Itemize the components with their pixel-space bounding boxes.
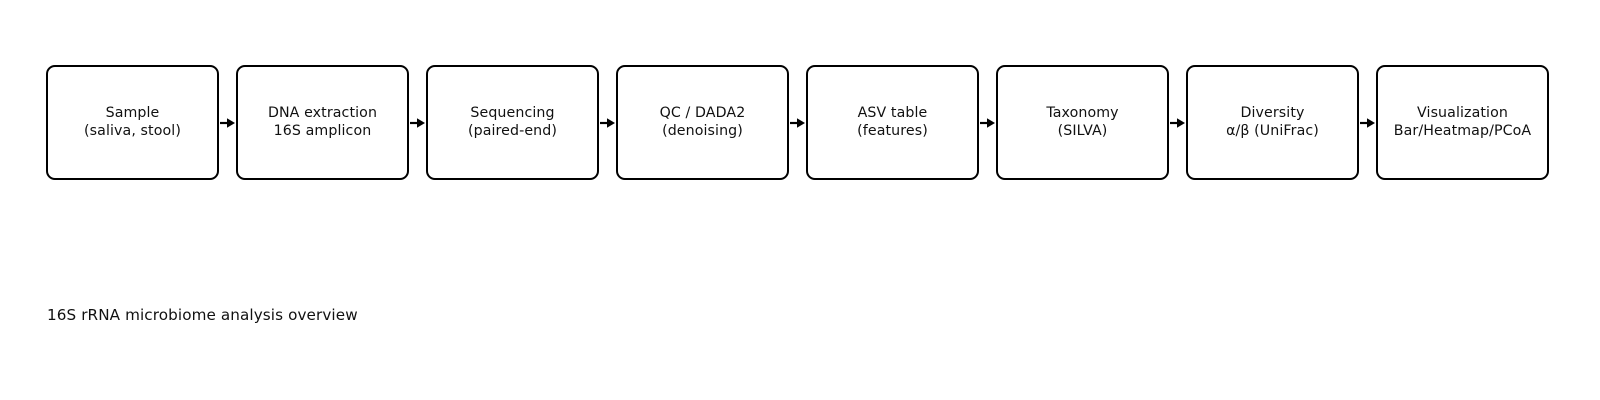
flow-node-dna-extraction[interactable]: DNA extraction 16S amplicon [236, 65, 409, 180]
flow-node-subtitle: (denoising) [662, 122, 743, 139]
flow-node-visualization[interactable]: Visualization Bar/Heatmap/PCoA [1376, 65, 1549, 180]
flow-node-subtitle: (saliva, stool) [84, 122, 181, 139]
flow-node-title: ASV table [857, 105, 928, 122]
flow-arrow-7 [1359, 65, 1376, 180]
flow-node-title: Taxonomy [1046, 105, 1119, 122]
flow-arrow-4 [789, 65, 806, 180]
flow-node-subtitle: (SILVA) [1057, 122, 1108, 139]
pipeline-flow: Sample (saliva, stool) DNA extraction 16… [46, 65, 1552, 180]
flow-node-title: Visualization [1417, 105, 1508, 122]
flow-node-title: QC / DADA2 [659, 105, 746, 122]
flow-node-diversity[interactable]: Diversity α/β (UniFrac) [1186, 65, 1359, 180]
flow-node-subtitle: 16S amplicon [273, 122, 372, 139]
flow-arrow-2 [409, 65, 426, 180]
flow-node-title: Sequencing [470, 105, 555, 122]
flow-node-subtitle: (paired-end) [467, 122, 557, 139]
flow-arrow-5 [979, 65, 996, 180]
flow-node-title: Sample [105, 105, 160, 122]
flow-node-qc-dada2[interactable]: QC / DADA2 (denoising) [616, 65, 789, 180]
flow-arrow-3 [599, 65, 616, 180]
flow-node-asv-table[interactable]: ASV table (features) [806, 65, 979, 180]
flow-node-subtitle: (features) [857, 122, 928, 139]
flow-arrow-1 [219, 65, 236, 180]
flow-node-subtitle: Bar/Heatmap/PCoA [1393, 122, 1532, 139]
flow-node-sequencing[interactable]: Sequencing (paired-end) [426, 65, 599, 180]
flow-node-title: DNA extraction [267, 105, 378, 122]
flow-node-title: Diversity [1240, 105, 1305, 122]
flow-node-sample[interactable]: Sample (saliva, stool) [46, 65, 219, 180]
flow-node-taxonomy[interactable]: Taxonomy (SILVA) [996, 65, 1169, 180]
figure-caption: 16S rRNA microbiome analysis overview [47, 306, 358, 324]
flow-arrow-6 [1169, 65, 1186, 180]
flow-node-subtitle: α/β (UniFrac) [1226, 122, 1319, 139]
